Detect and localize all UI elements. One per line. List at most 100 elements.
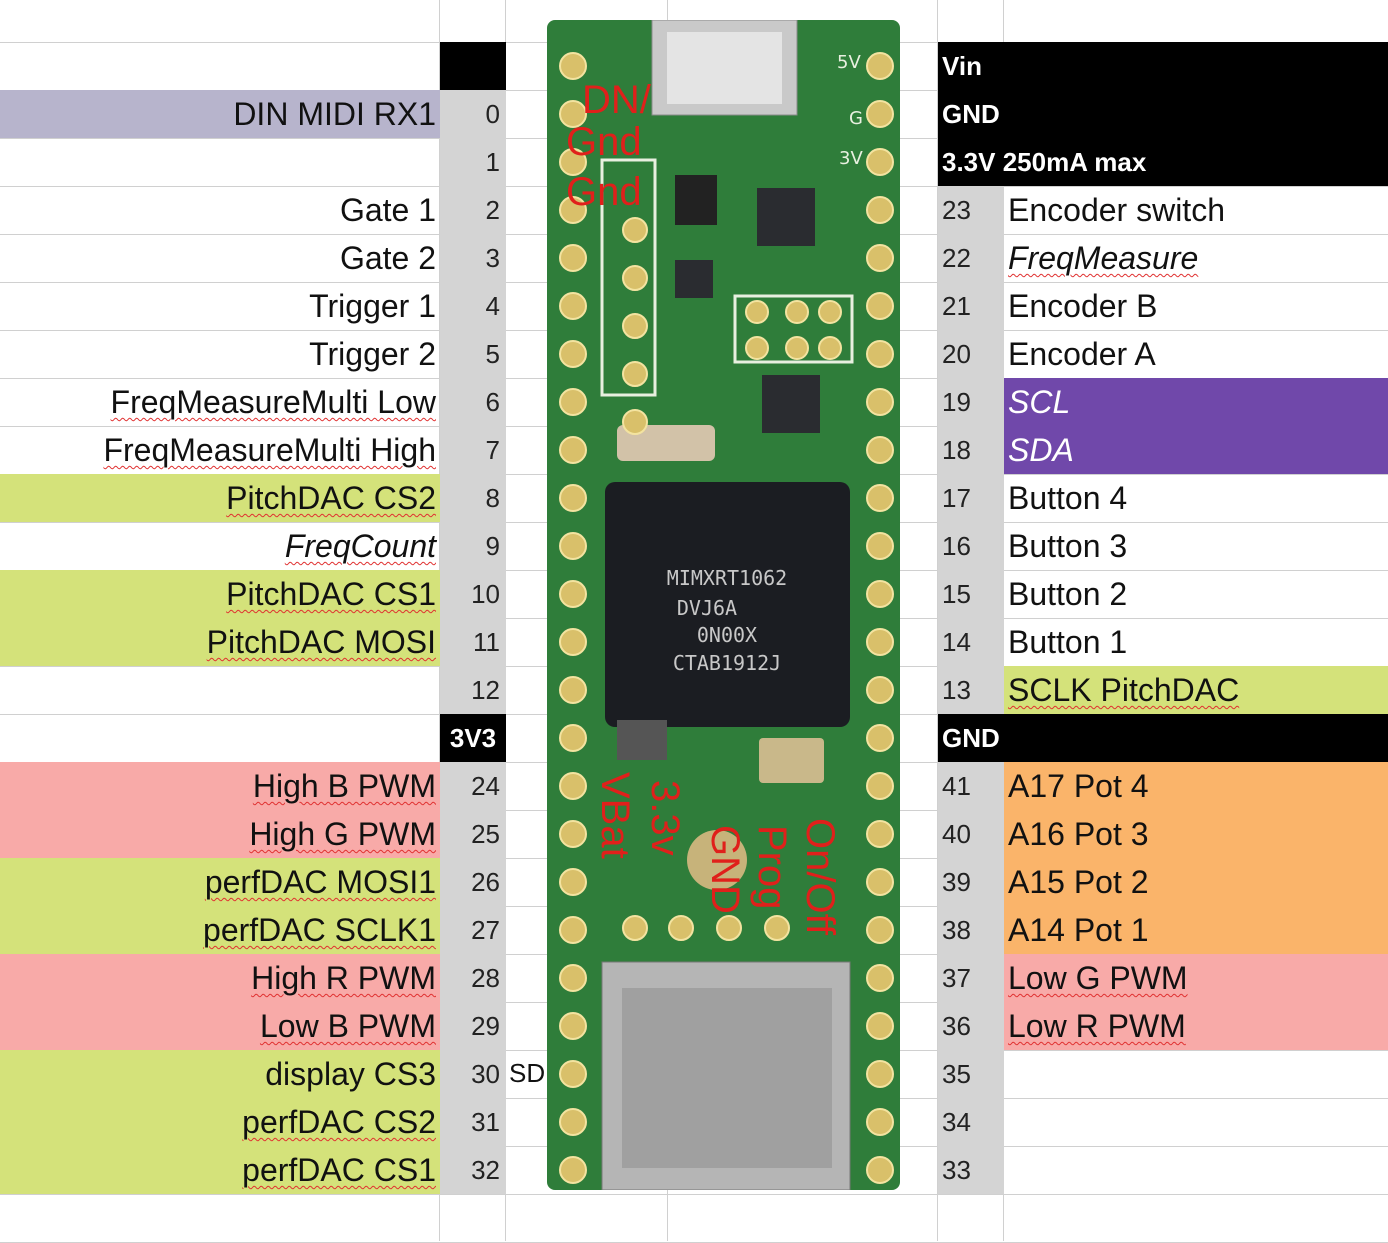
pin-pad bbox=[866, 820, 894, 848]
pin-pad bbox=[559, 676, 587, 704]
pin-number-right: 15 bbox=[938, 570, 1004, 618]
gridline bbox=[937, 0, 938, 1241]
pin-number-right: 17 bbox=[938, 474, 1004, 522]
pin-pad bbox=[559, 292, 587, 320]
pin-label-left: FreqCount bbox=[0, 522, 440, 570]
pin-number-right: 39 bbox=[938, 858, 1004, 906]
annotation-top: DN/ bbox=[582, 78, 651, 122]
pin-number-left: 3V3 bbox=[440, 714, 506, 762]
pin-label-text: High B PWM bbox=[252, 768, 436, 804]
pin-number-left: 30 bbox=[440, 1050, 506, 1098]
pin-pad bbox=[866, 244, 894, 272]
chip-line-3: 0N00X bbox=[697, 623, 757, 647]
silk-5v: 5V bbox=[837, 52, 861, 73]
pin-label-left: perfDAC CS1 bbox=[0, 1146, 440, 1194]
silk-g: G bbox=[849, 108, 863, 129]
pin-pad bbox=[622, 217, 648, 243]
power-pin-label: 3.3V 250mA max bbox=[938, 138, 1388, 186]
pin-label-left: PitchDAC CS2 bbox=[0, 474, 440, 522]
pin-pad bbox=[866, 100, 894, 128]
regulator bbox=[675, 175, 717, 225]
pin-label-text: High R PWM bbox=[251, 960, 436, 996]
pin-label-right bbox=[1004, 1098, 1388, 1146]
pin-number-right: 23 bbox=[938, 186, 1004, 234]
pin-label-left bbox=[0, 714, 440, 762]
pin-pad bbox=[559, 244, 587, 272]
pin-label-text: perfDAC MOSI1 bbox=[204, 864, 436, 900]
pin-pad bbox=[559, 100, 587, 128]
pin-label-right: SCLK PitchDAC bbox=[1004, 666, 1388, 714]
pin-label-left: FreqMeasureMulti High bbox=[0, 426, 440, 474]
pin-number-right: 20 bbox=[938, 330, 1004, 378]
pin-label-right: Button 4 bbox=[1008, 480, 1128, 516]
pin-number-right: 14 bbox=[938, 618, 1004, 666]
pin-label-left: Trigger 1 bbox=[309, 288, 436, 324]
pin-label-text: FreqMeasureMulti High bbox=[103, 432, 436, 468]
annotation-gnd-bottom: GND bbox=[703, 825, 747, 914]
sd-label: SD bbox=[509, 1058, 546, 1088]
pin-pad bbox=[559, 916, 587, 944]
pin-label-left: Trigger 2 bbox=[309, 336, 436, 372]
pin-number-right: 40 bbox=[938, 810, 1004, 858]
pin-label-left: PitchDAC MOSI bbox=[0, 618, 440, 666]
pin-pad bbox=[764, 915, 790, 941]
pin-number-left: 6 bbox=[440, 378, 506, 426]
pin-label-right: Button 3 bbox=[1008, 528, 1128, 564]
pin-label-right: A15 Pot 2 bbox=[1004, 858, 1388, 906]
pin-pad bbox=[559, 52, 587, 80]
power-pin-label: Vin bbox=[938, 42, 1388, 90]
chip-line-4: CTAB1912J bbox=[673, 651, 781, 675]
pin-pad bbox=[818, 300, 842, 324]
pin-pad bbox=[866, 1156, 894, 1184]
pin-pad bbox=[559, 628, 587, 656]
pin-pad bbox=[866, 340, 894, 368]
pin-pad bbox=[622, 915, 648, 941]
pin-pad bbox=[559, 1156, 587, 1184]
pin-pad bbox=[866, 292, 894, 320]
pin-label-text: PitchDAC CS2 bbox=[226, 480, 436, 516]
program-button bbox=[687, 830, 747, 890]
pin-label-left: High G PWM bbox=[0, 810, 440, 858]
pin-label-text: FreqMeasure bbox=[1008, 240, 1199, 276]
pin-pad bbox=[668, 915, 694, 941]
pin-number-right: 36 bbox=[938, 1002, 1004, 1050]
pin-number-right: 37 bbox=[938, 954, 1004, 1002]
annotation-prog: Prog bbox=[750, 825, 794, 910]
pin-label-left bbox=[0, 138, 440, 186]
inductor bbox=[617, 720, 667, 760]
pin-label-left bbox=[0, 42, 440, 90]
pin-pad bbox=[866, 196, 894, 224]
pin-label-text: perfDAC CS2 bbox=[242, 1104, 436, 1140]
pin-pad bbox=[559, 580, 587, 608]
pin-number-left bbox=[440, 42, 506, 90]
pin-pad bbox=[559, 1060, 587, 1088]
pin-pad bbox=[866, 388, 894, 416]
pin-number-left: 12 bbox=[440, 666, 506, 714]
pin-number-left: 27 bbox=[440, 906, 506, 954]
pin-number-left: 11 bbox=[440, 618, 506, 666]
pin-label-left: DIN MIDI RX1 bbox=[0, 90, 440, 138]
gridline bbox=[0, 1194, 1388, 1195]
pin-pad bbox=[559, 388, 587, 416]
pin-pad bbox=[866, 676, 894, 704]
pin-label-right: SDA bbox=[1004, 426, 1388, 474]
pin-pad bbox=[559, 820, 587, 848]
chip-line-2: DVJ6A bbox=[677, 596, 737, 620]
pin-pad bbox=[866, 724, 894, 752]
ic-top bbox=[757, 188, 815, 246]
pin-label-text: SCL bbox=[1008, 384, 1071, 420]
pin-label-right: A14 Pot 1 bbox=[1004, 906, 1388, 954]
pin-label-text: perfDAC SCLK1 bbox=[203, 912, 436, 948]
pin-pad bbox=[745, 300, 769, 324]
annotation-gnd-1: Gnd bbox=[566, 120, 642, 164]
pin-pad bbox=[559, 484, 587, 512]
pin-label-left: Low B PWM bbox=[0, 1002, 440, 1050]
pin-label-left: display CS3 bbox=[0, 1050, 440, 1098]
pin-label-right: Button 1 bbox=[1008, 624, 1128, 660]
pin-pad bbox=[716, 915, 742, 941]
pin-label-left: Gate 1 bbox=[339, 192, 436, 228]
pin-label-right: Encoder A bbox=[1008, 336, 1156, 372]
pin-label-right: FreqMeasure bbox=[1004, 234, 1388, 282]
pin-pad bbox=[559, 868, 587, 896]
annotation-vbat: VBat bbox=[593, 772, 637, 859]
